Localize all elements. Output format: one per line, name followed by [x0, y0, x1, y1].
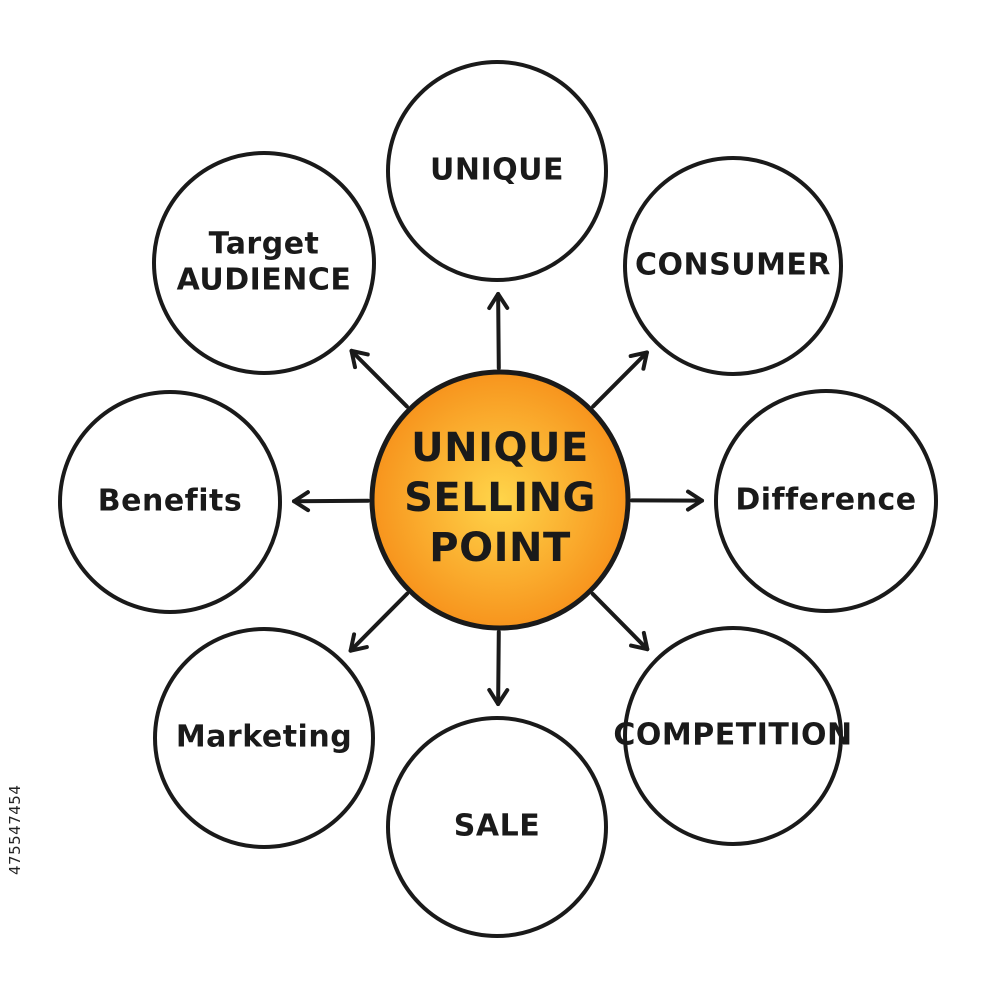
node-circle-competition — [623, 626, 843, 846]
node-circle-marketing — [153, 627, 375, 849]
node-circle-target-audience — [152, 151, 376, 375]
arrow-difference — [629, 489, 705, 512]
center-circle — [369, 369, 631, 631]
arrow-competition — [590, 591, 650, 652]
center-label-line: POINT — [429, 525, 571, 571]
node-label-consumer: CONSUMER — [635, 248, 831, 283]
node-label-benefits: Benefits — [98, 484, 242, 519]
arrow-unique — [487, 291, 510, 371]
node-label-target-audience: Target — [209, 227, 320, 262]
node-competition: COMPETITION — [613, 626, 852, 846]
center-label-line: SELLING — [404, 475, 596, 521]
connector-arrows — [291, 291, 705, 707]
node-label-target-audience: AUDIENCE — [177, 263, 352, 298]
node-label-competition: COMPETITION — [613, 718, 852, 753]
node-label-difference: Difference — [735, 483, 916, 518]
node-unique: UNIQUE — [386, 60, 608, 282]
arrow-marketing — [348, 591, 410, 653]
node-label-sale: SALE — [454, 809, 540, 844]
node-benefits: Benefits — [58, 390, 282, 614]
node-sale: SALE — [386, 716, 608, 938]
stock-id-text: 475547454 — [6, 784, 24, 876]
node-difference: Difference — [714, 389, 938, 613]
node-circle-consumer — [623, 156, 843, 376]
node-circle-unique — [386, 60, 608, 282]
node-circle-benefits — [58, 390, 282, 614]
node-label-unique: UNIQUE — [430, 153, 564, 188]
node-label-marketing: Marketing — [176, 720, 352, 755]
center-label-line: UNIQUE — [411, 425, 589, 471]
node-circle-difference — [714, 389, 938, 613]
arrow-target-audience — [349, 348, 409, 409]
node-consumer: CONSUMER — [623, 156, 843, 376]
arrow-sale — [487, 629, 510, 707]
node-marketing: Marketing — [153, 627, 375, 849]
arrow-consumer — [591, 350, 649, 409]
arrow-benefits — [291, 490, 371, 513]
node-circle-sale — [386, 716, 608, 938]
